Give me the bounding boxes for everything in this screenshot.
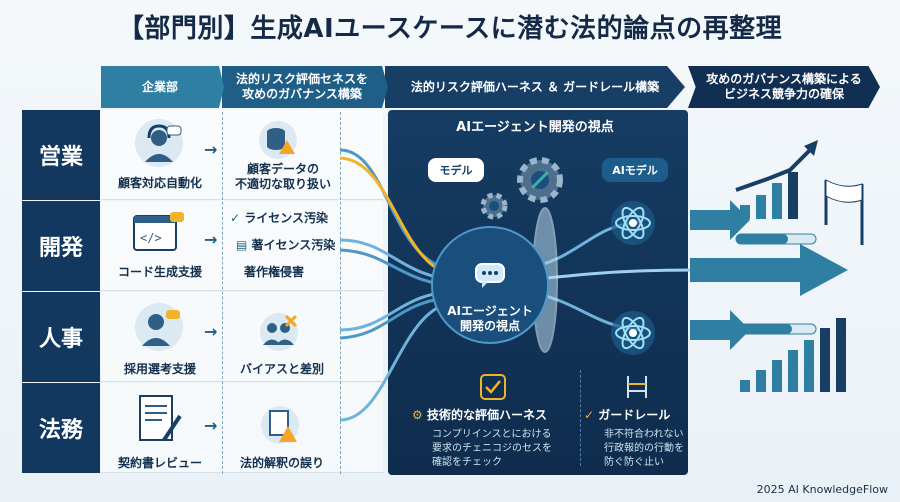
guardrail-icon [622, 372, 652, 402]
guardrail-desc-line2: 行政報的の行動を [604, 443, 684, 454]
header-enterprise-label: 企業部 [141, 79, 178, 94]
dept-legal: 法務 [22, 383, 100, 473]
dept-development: 開発 [22, 201, 100, 291]
arrow-right-icon: → [204, 416, 218, 435]
contract-pen-icon [134, 394, 184, 446]
usecase-legal: 契約書レビュー [117, 456, 202, 470]
page-title: 【部門別】生成AIユースケースに潜む法的論点の再整理 [117, 14, 783, 44]
usecase-sales: 顧客対応自動化 [117, 176, 202, 190]
dev-issue-license: ✓ ライセンス汚染 [230, 211, 350, 226]
dev-issue-copyright: 著作権侵害 [244, 265, 305, 279]
database-alert-icon [258, 120, 298, 160]
check-mark-icon: ✓ [584, 408, 599, 422]
dev-issue-license-text: ライセンス汚染 [244, 211, 328, 225]
arrow-right-icon: → [204, 230, 218, 249]
check-circle-icon: ✓ [230, 211, 245, 225]
issue-sales-line2: 不適切な取り扱い [234, 177, 331, 191]
svg-text:</>: </> [140, 231, 162, 245]
guardrail-title-text: ガードレール [598, 408, 671, 422]
dev-issue-license2: ▤ 著イセンス汚染 [236, 238, 356, 253]
people-bias-icon [258, 312, 300, 352]
progress-bar-icon [735, 233, 817, 335]
usecase-dev: コード生成支援 [117, 265, 202, 279]
chat-bubble-icon [474, 262, 506, 288]
gear-small-icon [476, 188, 512, 224]
column-divider [222, 112, 223, 474]
center-label-line1: AIエージェント [447, 304, 533, 318]
usecase-hr: 採用選考支援 [123, 362, 196, 376]
column-divider [340, 112, 341, 474]
issue-sales-line1: 顧客データの [246, 162, 319, 176]
atom-model-icon [610, 310, 656, 356]
headset-agent-icon [134, 118, 184, 168]
gear-outline-icon: ⚙ [412, 408, 427, 422]
dept-sales: 営業 [22, 110, 100, 200]
header-competitiveness-line1: 攻めのガバナンス構築による [706, 72, 862, 86]
growth-bars-icon [735, 140, 818, 219]
header-harness: 法的リスク評価ハーネス ＆ ガードレール構築 [385, 66, 685, 108]
harness-desc-line2: 要求のチェニコジのセスを [432, 443, 552, 454]
harness-title-text: 技術的な評価ハーネス [426, 408, 547, 422]
guardrail-title: ✓ ガードレール [584, 408, 684, 423]
issue-legal: 法的解釈の誤り [239, 456, 324, 470]
center-label: AIエージェント開発の視点 [440, 304, 540, 334]
arrow-right-icon: → [204, 322, 218, 341]
guardrail-desc-line3: 防ぐ防ぐ止い [604, 457, 664, 468]
guardrail-description: 非不符合われない行政報的の行動を防ぐ防ぐ止い [604, 428, 688, 470]
model-bubble: モデル [428, 158, 484, 182]
issue-hr: バイアスと差別 [239, 362, 324, 376]
header-enterprise: 企業部 [101, 66, 219, 108]
panel-divider [580, 370, 581, 466]
arrow-right-icon: → [204, 140, 218, 159]
dev-issue-license2-text: 著イセンス汚染 [251, 238, 336, 252]
finish-flag-icon [824, 179, 864, 245]
dept-hr: 人事 [22, 292, 100, 382]
document-alert-icon [260, 404, 300, 446]
document-icon: ▤ [236, 238, 252, 252]
header-competitiveness-line2: ビジネス競争力の確保 [723, 87, 844, 101]
header-competitiveness: 攻めのガバナンス構築によるビジネス競争力の確保 [688, 66, 880, 108]
harness-desc-line3: 確認をチェック [432, 457, 502, 468]
panel-title: AIエージェント開発の視点 [456, 120, 614, 135]
ai-model-bubble: AIモデル [602, 158, 668, 182]
header-risk-eval-line2: 攻めのガバナンス構築 [242, 87, 362, 101]
harness-desc-line1: コンプリインスとにおける [432, 429, 552, 440]
gear-icon [510, 150, 570, 210]
header-harness-label: 法的リスク評価ハーネス ＆ ガードレール構築 [410, 79, 660, 94]
credit: 2025 AI KnowledgeFlow [756, 483, 888, 496]
checklist-icon [478, 372, 508, 402]
growth-bars-lower-icon [740, 318, 846, 392]
atom-model-icon [610, 200, 656, 246]
code-window-icon: </> [132, 212, 186, 258]
guardrail-desc-line1: 非不符合われない [604, 429, 684, 440]
candidate-profile-icon [134, 302, 184, 352]
header-risk-eval: 法的リスク評価セネスを攻めのガバナンス構築 [222, 66, 382, 108]
issue-sales: 顧客データの不適切な取り扱い [228, 162, 338, 192]
center-label-line2: 開発の視点 [459, 319, 520, 333]
header-risk-eval-line1: 法的リスク評価セネスを [235, 72, 368, 86]
harness-title: ⚙ 技術的な評価ハーネス [412, 408, 572, 423]
harness-description: コンプリインスとにおける要求のチェニコジのセスを確認をチェック [432, 428, 582, 470]
